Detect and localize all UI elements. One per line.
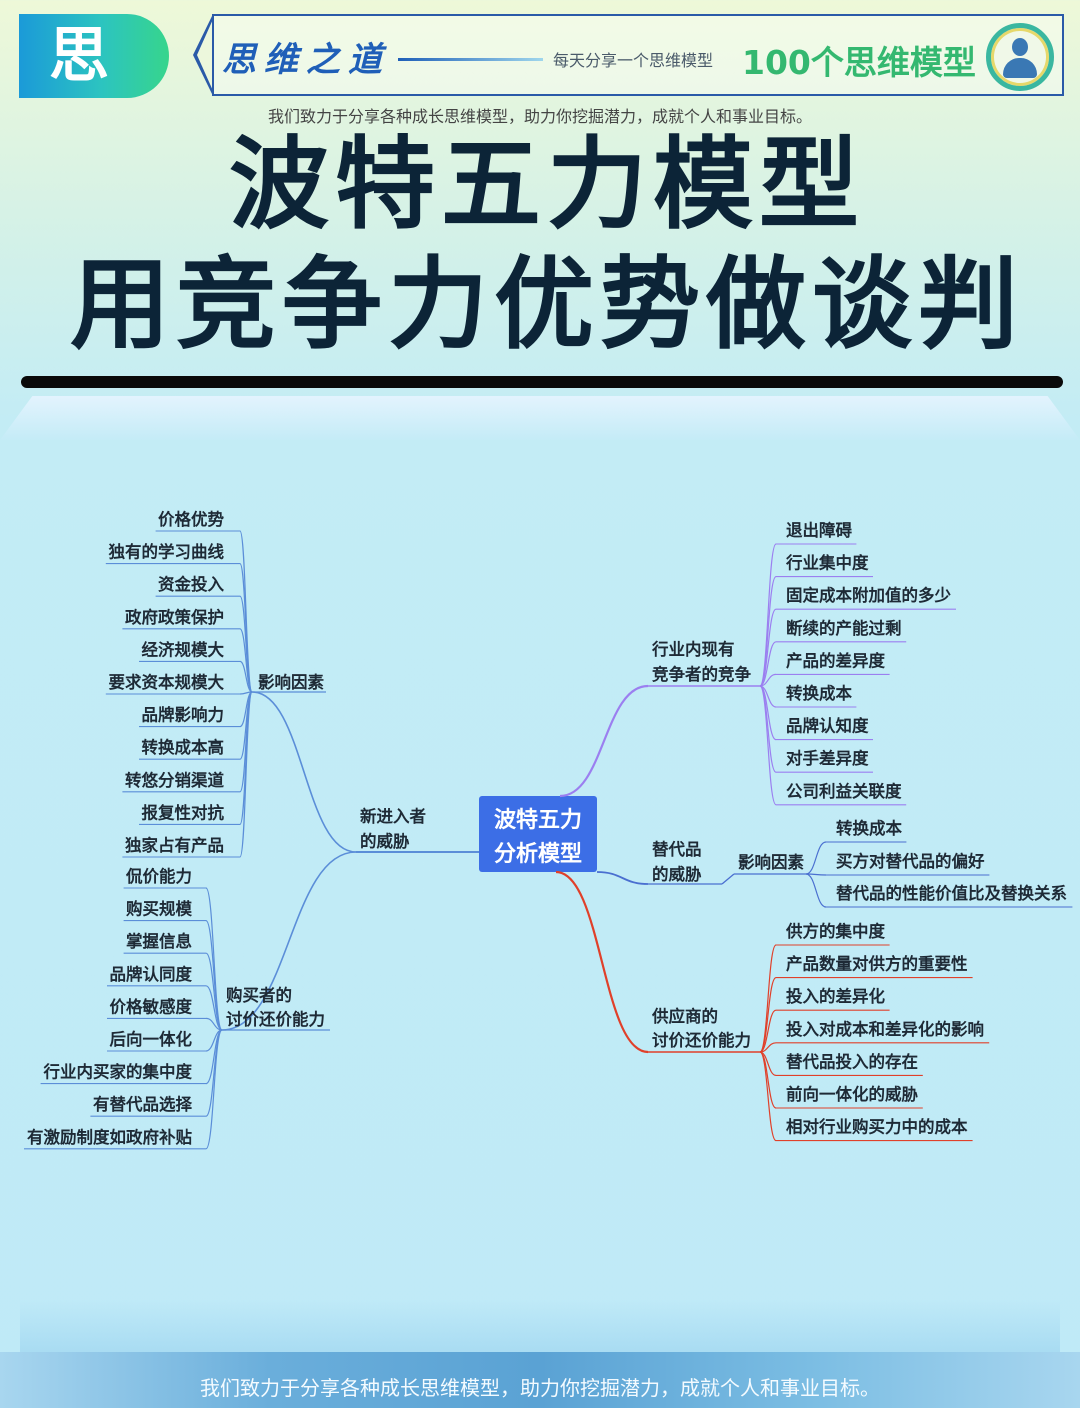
- center-node: [479, 796, 597, 872]
- branch-suppliers-label: 讨价还价能力: [652, 1030, 751, 1050]
- footer-bar: [0, 1352, 1080, 1408]
- branch-buyers-label: 讨价还价能力: [226, 1009, 325, 1029]
- branch-suppliers-label: 供应商的: [651, 1006, 718, 1026]
- avatar-icon: [986, 23, 1054, 91]
- leaf-new-entrants: 独有的学习曲线: [109, 542, 225, 562]
- branch-substitutes-label: 替代品: [652, 839, 702, 859]
- leaf-suppliers: 产品数量对供方的重要性: [786, 954, 968, 974]
- branch-buyers: [221, 851, 357, 1031]
- connector: [759, 1009, 777, 1053]
- leaf-buyers: 后向一体化: [110, 1029, 193, 1049]
- connector: [759, 1051, 777, 1142]
- leaf-suppliers: 供方的集中度: [785, 921, 886, 941]
- leaf-substitutes: 转换成本: [836, 818, 903, 838]
- connector: [251, 691, 357, 853]
- leaf-rivalry: 转换成本: [786, 683, 853, 703]
- connector: [759, 576, 777, 687]
- branch-suppliers: [555, 870, 649, 1054]
- leaf-new-entrants: 品牌影响力: [142, 705, 225, 725]
- center-node-label: 分析模型: [494, 842, 582, 867]
- leaf-rivalry: 公司利益关联度: [786, 781, 902, 801]
- branch-rivalry-label: 竞争者的竞争: [652, 664, 752, 684]
- leaf-buyers: 价格敏感度: [110, 996, 193, 1016]
- leaf-new-entrants: 转换成本高: [142, 737, 225, 757]
- leaf-buyers: 行业内买家的集中度: [43, 1062, 193, 1082]
- leaf-new-entrants: 价格优势: [158, 509, 225, 529]
- leaf-new-entrants: 转悠分销渠道: [125, 770, 225, 790]
- leaf-suppliers: 替代品投入的存在: [786, 1051, 918, 1071]
- connector: [205, 1029, 223, 1150]
- connector: [759, 1042, 777, 1053]
- leaf-suppliers: 投入的差异化: [786, 986, 886, 1006]
- leaf-suppliers: 前向一体化的威胁: [786, 1084, 919, 1104]
- footer-tagline: 我们致力于分享各种成长思维模型，助力你挖掘潜力，成就个人和事业目标。: [200, 1376, 880, 1400]
- leaf-rivalry: 断续的产能过剩: [786, 618, 902, 638]
- connector: [721, 873, 735, 885]
- leaf-suppliers: 投入对成本和差异化的影响: [786, 1019, 984, 1039]
- connector: [239, 563, 253, 693]
- page-subtitle: 用竞争力优势做谈判: [70, 246, 1024, 363]
- leaf-rivalry: 对手差异度: [786, 748, 869, 768]
- branch-rivalry-label: 行业内现有: [651, 639, 735, 659]
- leaf-suppliers: 相对行业购买力中的成本: [786, 1117, 968, 1137]
- connector: [759, 685, 777, 773]
- leaf-buyers: 购买规模: [126, 899, 193, 919]
- connector: [805, 841, 827, 875]
- branch-buyers-label: 购买者的: [226, 985, 292, 1005]
- leaf-new-entrants: 资金投入: [158, 574, 225, 594]
- badge-char: 思: [49, 21, 109, 91]
- page-title: 波特五力模型: [229, 126, 865, 243]
- connector: [759, 977, 777, 1053]
- branch-new-entrants-label: 新进入者: [360, 806, 426, 826]
- leaf-buyers: 侃价能力: [125, 866, 192, 886]
- daily-subtitle: 每天分享一个思维模型: [553, 51, 714, 70]
- center-node-label: 波特五力: [494, 807, 582, 833]
- connector: [239, 530, 253, 693]
- leaf-new-entrants: 要求资本规模大: [109, 672, 225, 692]
- panel-top-edge: [0, 396, 1080, 440]
- leaf-new-entrants: 政府政策保护: [125, 607, 224, 627]
- title-divider: [21, 376, 1063, 388]
- leaf-rivalry: 固定成本附加值的多少: [786, 585, 952, 605]
- leaf-substitutes: 替代品的性能价值比及替换关系: [836, 883, 1067, 903]
- series-title: 100个思维模型: [742, 43, 976, 82]
- connector: [759, 685, 777, 806]
- leaf-rivalry: 行业集中度: [785, 553, 869, 573]
- leaf-rivalry: 品牌认知度: [786, 716, 869, 736]
- header-tagline: 我们致力于分享各种成长思维模型，助力你挖掘潜力，成就个人和事业目标。: [267, 107, 812, 126]
- leaf-buyers: 掌握信息: [126, 931, 192, 951]
- panel-bottom-edge: [20, 1300, 1060, 1352]
- branch-substitutes: [596, 871, 649, 885]
- connector: [759, 641, 777, 687]
- logo-badge: 思: [19, 14, 169, 98]
- leaf-rivalry: 产品的差异度: [786, 650, 886, 670]
- header-banner: [212, 14, 1064, 96]
- connector: [205, 1017, 223, 1031]
- leaf-buyers: 品牌认同度: [110, 964, 193, 984]
- leaf-substitutes: 买方对替代品的偏好: [836, 851, 985, 871]
- leaf-new-entrants: 报复性对抗: [142, 802, 225, 822]
- leaf-buyers: 有替代品选择: [93, 1094, 193, 1114]
- connector: [759, 673, 777, 687]
- leaf-new-entrants: 经济规模大: [142, 639, 225, 659]
- connector: [759, 944, 777, 1053]
- connector: [205, 1029, 223, 1117]
- connector: [239, 660, 253, 693]
- leaf-buyers: 有激励制度如政府补贴: [27, 1127, 193, 1147]
- factor-node-label: 影响因素: [738, 852, 804, 872]
- branch-substitutes-label: 的威胁: [652, 864, 702, 884]
- leaf-rivalry: 退出障碍: [786, 520, 853, 540]
- branch-rivalry: [559, 684, 649, 798]
- connector: [205, 920, 223, 1031]
- connector: [805, 873, 827, 908]
- connector: [205, 985, 223, 1031]
- factor-node-label: 影响因素: [258, 672, 324, 692]
- branch-new-entrants-label: 的威胁: [360, 831, 410, 851]
- brand-name: 思维之道: [222, 40, 390, 80]
- leaf-new-entrants: 独家占有产品: [125, 835, 224, 855]
- brand-divider: [398, 58, 543, 61]
- connector: [239, 691, 253, 858]
